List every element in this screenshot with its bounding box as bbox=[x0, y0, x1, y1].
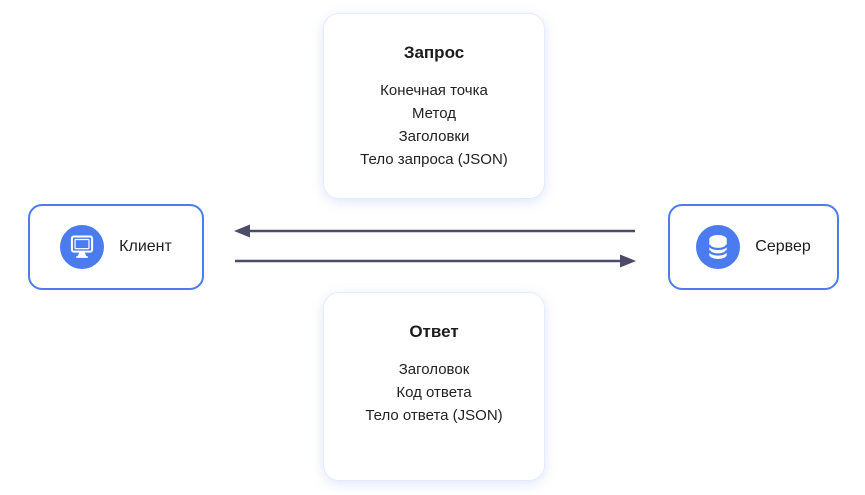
request-item: Конечная точка bbox=[380, 82, 488, 99]
response-item: Заголовок bbox=[398, 361, 470, 378]
response-item: Тело ответа (JSON) bbox=[365, 407, 503, 424]
arrow-server-to-client bbox=[234, 224, 635, 238]
response-card-title: Ответ bbox=[409, 322, 459, 341]
client-node: Клиент bbox=[28, 204, 204, 290]
database-icon bbox=[696, 225, 741, 269]
request-item: Тело запроса (JSON) bbox=[360, 151, 508, 168]
response-item: Код ответа bbox=[396, 384, 472, 401]
server-node: Сервер bbox=[668, 204, 839, 290]
client-node-label: Клиент bbox=[119, 238, 172, 255]
monitor-icon bbox=[60, 225, 105, 269]
request-card-title: Запрос bbox=[403, 43, 465, 62]
response-card: Ответ Заголовок Код ответа Тело ответа (… bbox=[323, 292, 545, 481]
server-node-label: Сервер bbox=[755, 238, 811, 255]
arrow-client-to-server bbox=[235, 254, 636, 268]
request-card-items: Конечная точка Метод Заголовки Тело запр… bbox=[324, 79, 544, 171]
request-card: Запрос Конечная точка Метод Заголовки Те… bbox=[323, 13, 545, 199]
arrows-layer bbox=[234, 224, 636, 268]
response-card-items: Заголовок Код ответа Тело ответа (JSON) bbox=[324, 358, 544, 427]
request-item: Метод bbox=[412, 105, 456, 122]
request-item: Заголовки bbox=[398, 128, 470, 145]
